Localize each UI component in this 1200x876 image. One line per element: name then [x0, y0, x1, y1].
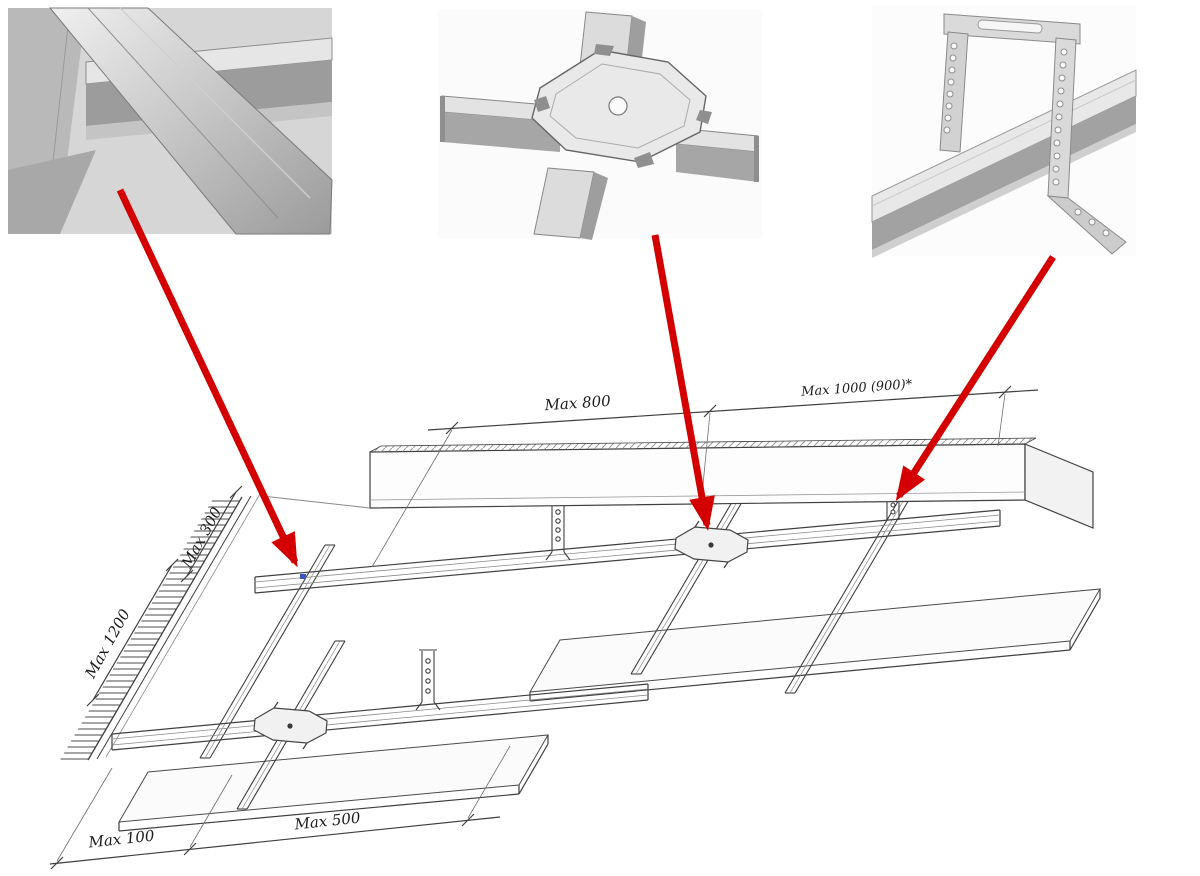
isometric-ceiling-frame-drawing — [60, 437, 1101, 832]
hanger-strap-1 — [545, 501, 571, 561]
dim-label-max-500: Max 500 — [293, 809, 362, 834]
wall-edge-hatching — [60, 493, 261, 761]
callout-arrow-runner-junction — [116, 188, 299, 568]
hanger-strap-3 — [415, 649, 441, 711]
blue-mark — [300, 574, 306, 579]
crab-connector-bottom — [253, 701, 328, 750]
detail-photo-runner-junction — [8, 7, 333, 235]
dim-label-max-100: Max 100 — [87, 827, 156, 852]
cross-channel-1 — [630, 496, 746, 675]
crab-connector-top — [674, 520, 749, 569]
main-runner-top — [254, 509, 1001, 594]
ceiling-joist-beam — [261, 437, 1094, 529]
dim-label-max-800: Max 800 — [543, 392, 612, 415]
callout-arrow-cross-connector — [651, 234, 715, 531]
detail-photo-anchor-hanger — [871, 6, 1137, 258]
callout-arrows — [116, 188, 1056, 568]
board-slab-right — [529, 588, 1101, 702]
dim-label-max-1000: Max 1000 (900)* — [800, 377, 913, 400]
callout-arrow-anchor-hanger — [895, 255, 1056, 502]
detail-photo-cross-connector — [438, 10, 762, 240]
board-slab-left — [118, 734, 549, 832]
main-runner-bottom — [111, 683, 649, 751]
